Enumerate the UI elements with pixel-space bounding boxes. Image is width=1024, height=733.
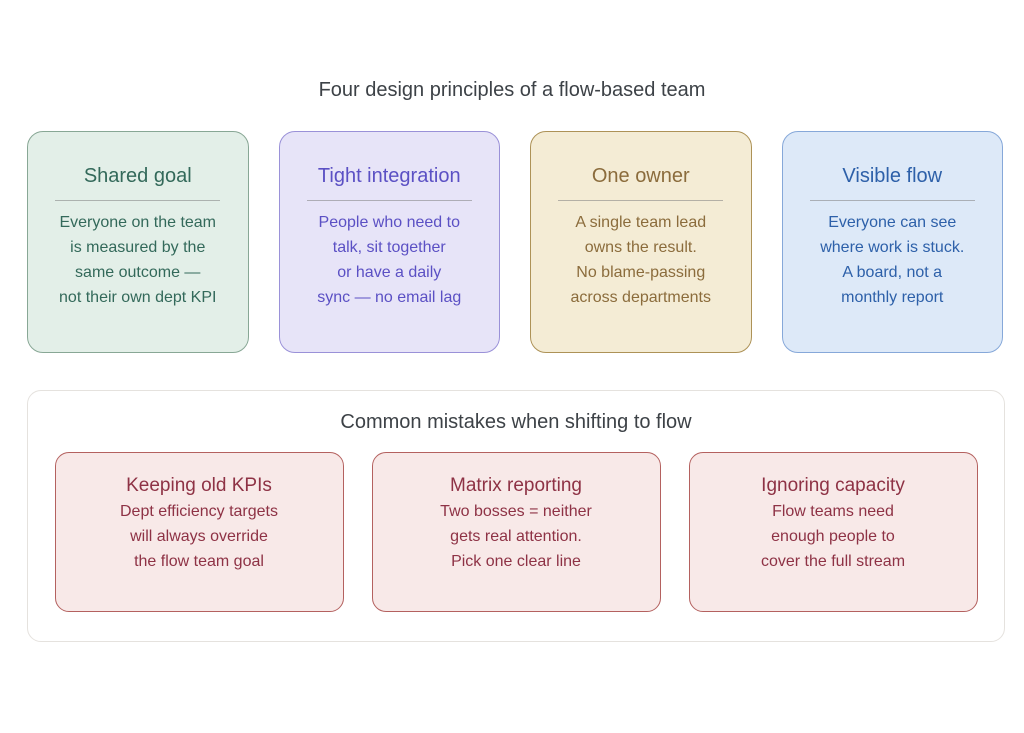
- principle-card-one-owner: One owner A single team lead owns the re…: [530, 131, 752, 353]
- principle-card-body: A single team lead owns the result. No b…: [570, 214, 711, 306]
- mistakes-row: Keeping old KPIs Dept efficiency targets…: [28, 452, 1004, 612]
- principle-card-tight-integration: Tight integration People who need to tal…: [278, 131, 500, 353]
- principles-row: Shared goal Everyone on the team is meas…: [27, 131, 1003, 353]
- principle-card-title: Visible flow: [842, 165, 943, 187]
- principle-card-body: People who need to talk, sit together or…: [317, 214, 462, 306]
- title-divider: [558, 200, 724, 201]
- mistake-card-body: Dept efficiency targets will always over…: [119, 503, 278, 570]
- mistake-card-title: Ignoring capacity: [761, 475, 905, 496]
- principle-card-body: Everyone can see where work is stuck. A …: [820, 214, 965, 306]
- diagram-canvas: Four design principles of a flow-based t…: [0, 79, 1024, 733]
- principle-card-body: Everyone on the team is measured by the …: [59, 214, 217, 306]
- mistake-card-body: Flow teams need enough people to cover t…: [760, 503, 906, 570]
- principle-card-visible-flow: Visible flow Everyone can see where work…: [781, 131, 1003, 353]
- principle-card-shared-goal: Shared goal Everyone on the team is meas…: [27, 131, 249, 353]
- title-divider: [306, 200, 472, 201]
- title-divider: [809, 200, 975, 201]
- mistakes-heading: Common mistakes when shifting to flow: [340, 411, 692, 433]
- mistake-card-title: Matrix reporting: [450, 475, 582, 496]
- principles-heading: Four design principles of a flow-based t…: [318, 79, 706, 101]
- mistakes-panel: Common mistakes when shifting to flow Ke…: [27, 390, 1005, 642]
- principle-card-title: Shared goal: [83, 165, 192, 187]
- mistake-card-keeping-old-kpis: Keeping old KPIs Dept efficiency targets…: [54, 452, 344, 612]
- title-divider: [55, 200, 221, 201]
- mistake-card-body: Two bosses = neither gets real attention…: [440, 503, 592, 570]
- principle-card-title: Tight integration: [317, 165, 461, 187]
- mistake-card-matrix-reporting: Matrix reporting Two bosses = neither ge…: [371, 452, 661, 612]
- principle-card-title: One owner: [591, 165, 690, 187]
- mistake-card-ignoring-capacity: Ignoring capacity Flow teams need enough…: [688, 452, 978, 612]
- mistake-card-title: Keeping old KPIs: [126, 475, 272, 496]
